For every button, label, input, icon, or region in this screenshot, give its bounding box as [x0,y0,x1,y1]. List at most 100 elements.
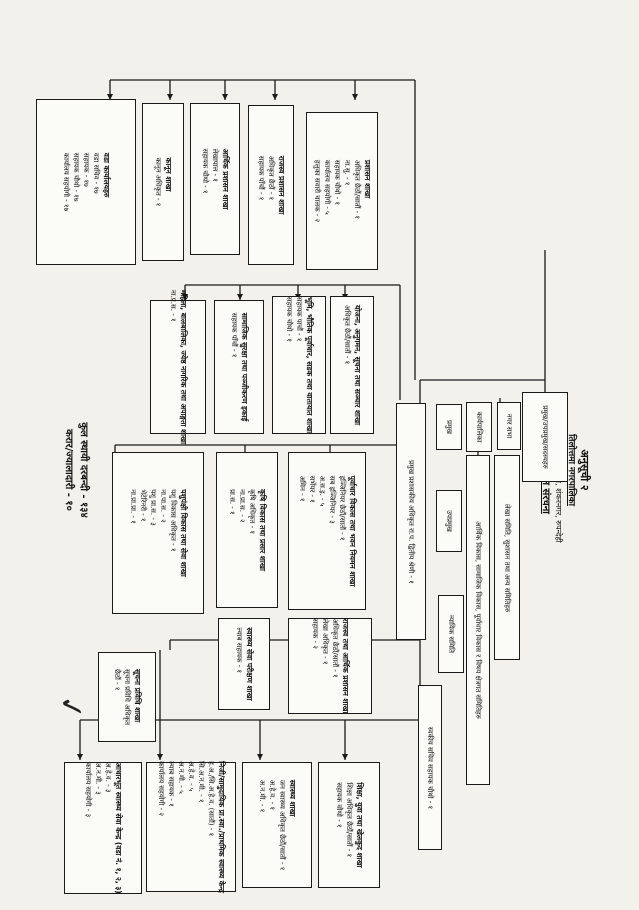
judicial-box: न्यायिक समिति [438,595,464,673]
section-line: भेटेरिनरी - १ [139,489,147,522]
chief-label: प्रमुख [445,420,453,434]
infrastructure-section-box: पूर्वाधार विकास तथा भवन नियमन शाखा इञ्जि… [288,452,366,610]
section-title: कानून शाखा [164,157,173,192]
section-line: सब इञ्जिनियर - ३ [328,475,336,524]
section-title: वडा कार्यालयहरु [102,152,111,198]
section-line: अधिकृत छैठौं - १ [267,155,275,201]
section-line: कार्यालय सहयोगी - ५ [323,159,331,215]
section-title: राजस्व तथा आर्थिक प्रशासन शाखा [341,618,350,714]
committees-box: लेखा समिति, सुशासन तथा अन्य समितिहरु [494,455,520,660]
community-health-box: निजी/सामुदायिक प्रा.स्वा./प्राथमिक स्वास… [146,761,236,893]
branch-title: योजना, अनुगमन, सूचना तथा सञ्चार शाखा [353,304,362,426]
section-line: प्रा.स. - १ [228,489,236,515]
executive-label: कार्यपालिका [475,411,483,443]
branch-line: अधिकृत छैठौं/सातौं - १ [343,304,351,365]
section-line: जन स्वास्थ्य अधिकृत छैठौं/सातौं - १ [278,779,286,871]
section-line: हलुका सवारी चालक - २ [313,159,321,223]
education-section-box: शिक्षा, युवा तथा खेलकुद शाखा शिक्षा अधिक… [318,762,380,888]
econ-committees-label: आर्थिक विकास, सामाजिक विकास, पूर्वाधार व… [474,521,482,719]
women-children-box: महिला, बालबालिका, ज्येष्ठ नागरिक तथा अपा… [150,290,206,444]
section-line: अ.हे.व. - ५ [187,761,195,792]
section-line: सहायक चौथो - १ [335,782,343,828]
section-title: स्वास्थ्य शाखा [288,779,297,817]
committees-label: लेखा समिति, सुशासन तथा अन्य समितिहरु [503,503,511,612]
section-line: अ.न.मी. - १ [258,779,266,813]
annex-label: अनुसूची २ [578,449,591,491]
section-line: सूचना प्रविधि अधिकृत [123,669,131,725]
section-line: सर्भेयर - १ [308,475,316,503]
section-line: कानून अधिकृत - १ [154,157,162,207]
section-line: वडा सचिव - १७ [92,152,100,194]
section-line: सहायक चौथो - १ [333,159,341,205]
branch-title: भूमि, भौतिक पूर्वाधार, सडक तथा यातायात श… [305,296,314,434]
section-line: सि.अ.न.मी. - १ [197,761,205,803]
executive-box: कार्यपालिका [466,402,492,452]
secretariat-label: स्वकीय सचिव सहायक चौथो - १ [426,726,434,809]
section-line: अ.न.मी. - ३ [94,762,102,795]
section-line: कार्यालय सहयोगी - १७ [62,152,70,212]
cao-box: प्रमुख प्रशासकीय अधिकृत रा.प. द्वितीय श्… [396,403,426,640]
section-title: आधारभूत स्वास्थ्य सेवा केन्द्र (वडा नं. … [114,762,123,894]
revenue-economic-box: राजस्व तथा आर्थिक प्रशासन शाखा अधिकृत छै… [288,618,372,714]
section-title: कृषि विकास तथा प्रसार शाखा [258,489,267,571]
branch-line: ना.प्र.स. - १ [169,289,177,322]
totals-block: कुल स्थायी दरबन्दी - १३४ करार/ज्यालादारी… [61,422,91,517]
section-title: निजी/सामुदायिक प्रा.स्वा./प्राथमिक स्वास… [217,761,226,893]
section-title: पूर्वाधार विकास तथा भवन नियमन शाखा [348,475,357,587]
council-label: नगर सभा [505,413,513,439]
econ-committees-box: आर्थिक विकास, सामाजिक विकास, पूर्वाधार व… [466,455,490,785]
section-line: सहायक चौथो - १७ [72,152,80,202]
section-line: सहायक - २ [311,618,319,649]
section-line: ना.प्रा.स. - २ [238,489,246,523]
law-section-box: कानून शाखा कानून अधिकृत - १ [142,103,184,261]
section-line: ल्याब सहायक - १ [167,761,175,807]
section-line: पशु प्रा.स. - ३ [149,489,157,526]
chief-box: प्रमुख [436,404,462,450]
admin-section-box: प्रशासन शाखा अधिकृत छैठौं/सातौं - १ ना.स… [306,112,378,270]
secretariat-box: स्वकीय सचिव सहायक चौथो - १ [418,685,442,850]
section-line: अधिकृत छैठौं/सातौं - १ [353,159,361,220]
section-line: ह.अ./सि.अ.हे.व. (सातौं) - १ [207,761,215,837]
section-title: पशुपंक्षी विकास तथा सेवा शाखा [179,489,188,577]
branch-line: सहायक पाचौं - १ [295,296,303,342]
section-line: कार्यालय सहयोगी - २ [157,761,165,816]
total-contract: करार/ज्यालादारी - १० [63,429,74,511]
revenue-admin-box: राजस्व प्रशासन शाखा अधिकृत छैठौं - १ सहा… [248,105,294,265]
section-line: ना.पा.स. - २ [159,489,167,523]
section-line: कृषि अधिकृत - १ [248,489,256,534]
section-line: अ.स.इ. - ५ [318,475,326,507]
section-line: सहायक पाँचौं - १ [257,155,265,201]
it-section-box: सूचना प्रविधि शाखा सूचना प्रविधि अधिकृत … [98,652,156,742]
section-title: सूचना प्रविधि शाखा [133,669,142,723]
section-title: आर्थिक प्रशासन शाखा [221,148,230,210]
section-line: अधिकृत छैठौं/सातौं - १ [331,618,339,678]
section-line: पशु विकास अधिकृत - १ [169,489,177,552]
section-line: अमिन - १ [298,475,306,502]
section-title: स्वास्थ्य सेवा परीक्षण शाखा [245,627,254,701]
branch-title: सामाजिक सुरक्षा तथा पञ्जीकरण इकाई [240,312,249,422]
section-line: सहायक - १७ [82,152,90,187]
branch-line: सहायक पाँचौं - १ [230,312,238,358]
section-line: अ.न.मी. - ५ [177,761,185,794]
section-line: छैठौं - १ [113,669,121,691]
section-line: इञ्जिनियर छैठौं/सातौं - १ [338,475,346,541]
total-permanent: कुल स्थायी दरबन्दी - १३४ [78,422,89,518]
finance-admin-box: आर्थिक प्रशासन शाखा लेखापाल - १ सहायक चौ… [190,103,240,255]
ward-offices-box: वडा कार्यालयहरु वडा सचिव - १७ सहायक - १७… [36,99,136,265]
section-title: प्रशासन शाखा [363,159,372,199]
section-line: शिक्षा अधिकृत छैठौं/सातौं - १ [345,782,353,858]
section-line: ना.सु. - १ [343,159,351,186]
livestock-section-box: पशुपंक्षी विकास तथा सेवा शाखा पशु विकास … [112,452,204,614]
section-line: अ.हे.व. - ३ [104,762,112,793]
section-line: ना.प्रा.प्रा. - १ [129,489,137,524]
social-security-box: सामाजिक सुरक्षा तथा पञ्जीकरण इकाई सहायक … [214,300,264,434]
infrastructure-branch-box: भूमि, भौतिक पूर्वाधार, सडक तथा यातायात श… [272,296,326,434]
mayor-label: प्रमुख/उपप्रमुख/सदस्यहरु [541,405,549,469]
section-line: लेखा अधिकृत - १ [321,618,329,665]
agriculture-section-box: कृषि विकास तथा प्रसार शाखा कृषि अधिकृत -… [216,452,278,608]
cao-label: प्रमुख प्रशासकीय अधिकृत रा.प. द्वितीय श्… [407,459,415,584]
judicial-label: न्यायिक समिति [447,615,455,653]
health-section-box: स्वास्थ्य शाखा जन स्वास्थ्य अधिकृत छैठौं… [242,762,312,888]
council-box: नगर सभा [497,402,521,450]
